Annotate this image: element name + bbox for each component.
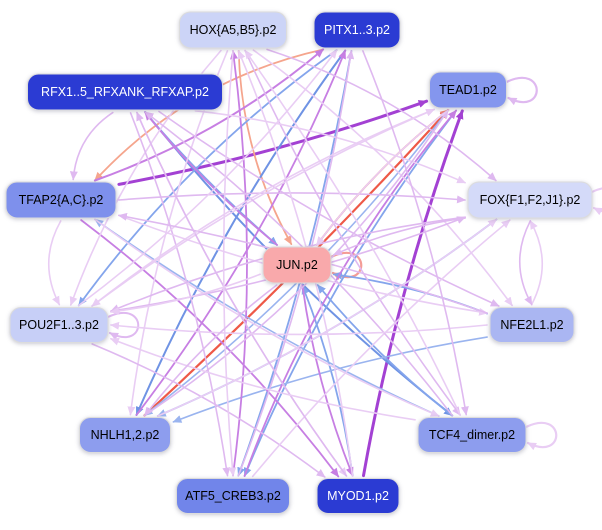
edge-TFAP2-POU2F1 (47, 220, 62, 306)
edge-TCF4-POU2F1 (109, 337, 416, 421)
edge-FOX-JUN (332, 217, 466, 256)
node-label: MYOD1.p2 (327, 489, 389, 503)
edge-MYOD1-JUN (301, 284, 354, 477)
node-box[interactable] (5, 181, 117, 219)
edge-ATF5-FOX (251, 219, 511, 478)
node-ATF5[interactable]: ATF5_CREB3.p2 (176, 478, 290, 514)
node-TCF4[interactable]: TCF4_dimer.p2 (417, 417, 527, 453)
edge-ATF5-TEAD1 (243, 109, 457, 477)
node-label: JUN.p2 (276, 258, 318, 272)
edge-HOX-NFE2L1 (252, 49, 513, 307)
edge-FOX-FOX (591, 187, 602, 216)
edge-JUN-NHLH1 (144, 284, 278, 417)
edge-TCF4-HOX (244, 49, 461, 416)
node-box[interactable] (9, 307, 109, 343)
edge-POU2F1-PITX1 (78, 49, 338, 307)
edge-TEAD1-TEAD1 (505, 76, 538, 106)
edge-TCF4-JUN (316, 284, 453, 417)
node-NFE2L1[interactable]: NFE2L1.p2 (489, 307, 575, 343)
edge-TEAD1-POU2F1 (91, 108, 435, 307)
edge-POU2F1-POU2F1 (107, 311, 140, 341)
node-label: PITX1..3.p2 (324, 23, 390, 37)
node-JUN[interactable]: JUN.p2 (262, 246, 332, 284)
edge-RFX-FOX (194, 110, 467, 184)
edge-TCF4-TCF4 (524, 421, 558, 451)
edge-JUN-RFX (144, 111, 278, 246)
node-MYOD1[interactable]: MYOD1.p2 (316, 478, 400, 514)
node-box[interactable] (79, 417, 171, 453)
node-box[interactable] (313, 11, 401, 49)
node-label: NFE2L1.p2 (500, 318, 563, 332)
node-label: TFAP2{A,C}.p2 (19, 193, 104, 207)
node-label: ATF5_CREB3.p2 (185, 489, 281, 503)
edge-HOX-FOX (266, 48, 497, 182)
edge-PITX1-POU2F1 (77, 49, 338, 307)
edge-NHLH1-FOX (157, 218, 498, 417)
edge-FOX-NFE2L1 (518, 220, 533, 306)
node-PITX1[interactable]: PITX1..3.p2 (313, 11, 401, 49)
node-box[interactable] (429, 71, 507, 109)
node-NHLH1[interactable]: NHLH1,2.p2 (79, 417, 171, 453)
edge-JUN-POU2F1 (109, 273, 261, 315)
edge-TEAD1-JUN (315, 109, 450, 246)
node-box[interactable] (467, 181, 593, 219)
node-box[interactable] (179, 11, 287, 49)
node-HOX[interactable]: HOX{A5,B5}.p2 (179, 11, 287, 49)
nodes-layer: HOX{A5,B5}.p2 PITX1..3.p2RFX1..5_RFXANK_R… (5, 11, 593, 514)
node-label: POU2F1..3.p2 (19, 318, 99, 332)
node-label: HOX{A5,B5}.p2 (190, 23, 277, 37)
edge-POU2F1-MYOD1 (91, 343, 326, 478)
edge-TEAD1-ATF5 (243, 109, 457, 477)
node-box[interactable] (176, 478, 290, 514)
node-box[interactable] (262, 246, 332, 284)
edge-TFAP2-TCF4 (94, 218, 440, 417)
node-box[interactable] (27, 73, 223, 111)
edge-TFAP2-FOX (118, 192, 466, 204)
node-label: NHLH1,2.p2 (91, 428, 160, 442)
node-label: TEAD1.p2 (439, 83, 497, 97)
edge-RFX-TFAP2 (69, 111, 114, 181)
edge-RFX-NFE2L1 (158, 110, 500, 307)
edge-PITX1-TCF4 (362, 50, 469, 416)
edge-TFAP2-PITX1 (93, 48, 325, 182)
node-TEAD1[interactable]: TEAD1.p2 (429, 71, 507, 109)
node-label: RFX1..5_RFXANK_RFXAP.p2 (41, 85, 209, 99)
node-box[interactable] (417, 417, 527, 453)
node-box[interactable] (489, 307, 575, 343)
edge-POU2F1-TEAD1 (91, 108, 436, 307)
edge-PITX1-NHLH1 (135, 49, 347, 416)
node-TFAP2[interactable]: TFAP2{A,C}.p2 (5, 181, 117, 219)
node-POU2F1[interactable]: POU2F1..3.p2 (9, 307, 109, 343)
edge-TFAP2-MYOD1 (80, 219, 340, 478)
node-FOX[interactable]: FOX{F1,F2,J1}.p2 (467, 181, 593, 219)
edge-NFE2L1-NHLH1 (172, 336, 488, 423)
edge-NFE2L1-POU2F1 (110, 321, 488, 336)
edge-NFE2L1-FOX (529, 220, 544, 306)
node-label: TCF4_dimer.p2 (429, 428, 515, 442)
edge-MYOD1-RFX (136, 111, 348, 477)
edge-MYOD1-TEAD1 (362, 109, 464, 478)
node-box[interactable] (316, 478, 400, 514)
edge-HOX-ATF5 (222, 50, 237, 477)
node-label: FOX{F1,F2,J1}.p2 (480, 193, 581, 207)
node-RFX[interactable]: RFX1..5_RFXANK_RFXAP.p2 (27, 73, 223, 111)
edge-RFX-ATF5 (129, 112, 231, 477)
edge-JUN-MYOD1 (301, 285, 354, 477)
